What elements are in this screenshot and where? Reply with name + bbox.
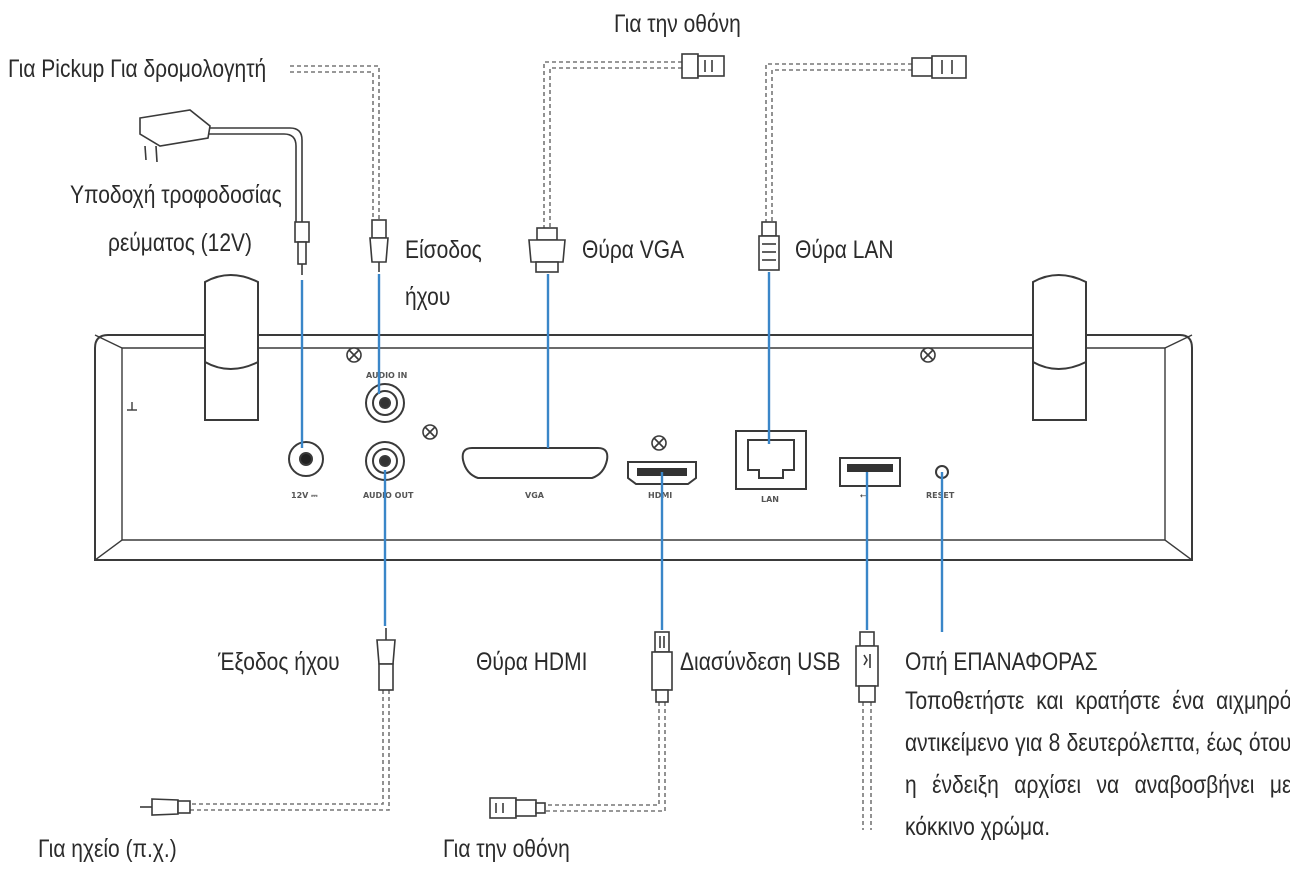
label-monitor-top: Για την οθόνη <box>614 10 741 38</box>
panel-label-audio-in: AUDIO IN <box>366 371 407 380</box>
panel-label-vga: VGA <box>525 491 545 500</box>
usb-port[interactable] <box>839 457 901 487</box>
label-power-line2: ρεύματος (12V) <box>108 229 253 257</box>
power-adapter <box>139 109 303 222</box>
screw-icon <box>920 347 936 363</box>
speaker-plug-icon <box>140 798 191 816</box>
device-inner-bevel <box>121 347 1166 541</box>
lan-port[interactable] <box>735 430 807 490</box>
rca-plug-icon <box>369 219 389 272</box>
dc-plug-icon <box>294 221 310 275</box>
label-reset-hole: Οπή ΕΠΑΝΑΦΟΡΑΣ <box>905 648 1098 676</box>
nvr-device <box>94 334 1193 561</box>
panel-label-hdmi: HDMI <box>648 491 672 500</box>
hdmi-plug-icon <box>681 53 725 79</box>
panel-label-usb: ⭠ <box>860 491 867 500</box>
hdmi-cable-plug-icon <box>651 631 673 703</box>
label-pickup-router: Για Pickup Για δρομολογητή <box>8 55 267 83</box>
screw-icon <box>651 435 667 451</box>
hdmi-monitor-plug-icon <box>489 797 546 819</box>
label-lan-port: Θύρα LAN <box>795 236 894 264</box>
power-port[interactable] <box>288 441 324 477</box>
right-bracket <box>1032 274 1087 421</box>
left-bracket <box>204 274 259 421</box>
lan-plug-icon <box>758 221 780 271</box>
label-audio-in-line1: Είσοδος <box>405 236 482 264</box>
screw-icon <box>346 347 362 363</box>
label-hdmi-port: Θύρα HDMI <box>476 648 588 676</box>
vga-plug-icon <box>528 227 566 273</box>
vga-port[interactable] <box>461 447 609 479</box>
screw-icon <box>422 424 438 440</box>
rca-plug-out-icon <box>376 628 396 691</box>
label-usb-interface: Διασύνδεση USB <box>680 648 841 676</box>
panel-label-audio-out: AUDIO OUT <box>363 491 414 500</box>
device-outline <box>94 334 1193 561</box>
label-speaker: Για ηχείο (π.χ.) <box>38 835 177 863</box>
label-audio-in-line2: ήχου <box>405 283 451 311</box>
label-monitor-bottom: Για την οθόνη <box>443 835 570 863</box>
cables <box>188 61 912 830</box>
label-vga-port: Θύρα VGA <box>582 236 685 264</box>
panel-label-lan: LAN <box>761 495 779 504</box>
label-audio-out: Έξοδος ήχου <box>218 648 340 676</box>
audio-in-port[interactable] <box>365 383 405 423</box>
ground-icon <box>127 402 137 411</box>
usb-plug-icon <box>855 631 879 703</box>
reset-note: Τοποθετήστε και κρατήστε ένα αιχμηρό αντ… <box>905 687 1290 841</box>
audio-out-port[interactable] <box>365 441 405 481</box>
lead-lines <box>300 272 944 632</box>
panel-label-power: 12V ⎓ <box>291 491 318 500</box>
lan-plug-far-icon <box>911 55 967 79</box>
panel-label-reset: RESET <box>926 491 955 500</box>
label-power-line1: Υποδοχή τροφοδοσίας <box>70 181 282 209</box>
